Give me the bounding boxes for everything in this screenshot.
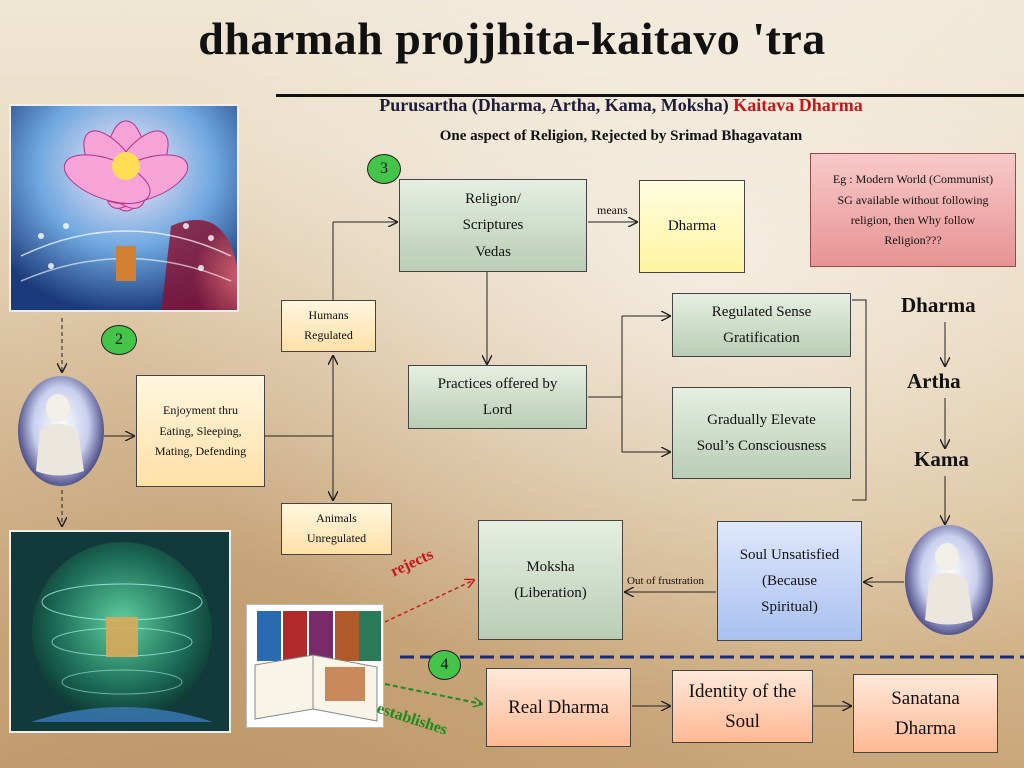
spiritual-world-illustration: [9, 104, 239, 312]
page-title: dharmah projjhita-kaitavo 'tra: [198, 13, 826, 64]
religion-line-1: Religion/: [465, 191, 521, 208]
side-word-dharma: Dharma: [901, 293, 976, 317]
practices-line-2: Lord: [482, 402, 513, 418]
animals-line-1: Animals: [316, 511, 357, 526]
universe-illustration: [9, 530, 231, 733]
step-badge-2: 2: [101, 325, 137, 355]
elevate-consciousness-box: Gradually Elevate Soul’s Consciousness: [672, 387, 851, 479]
practices-box: Practices offered by Lord: [408, 365, 587, 429]
regulated-line-1: Regulated Sense: [711, 303, 812, 320]
dharma-box-label: Dharma: [667, 218, 717, 235]
example-line-2: SG available without following: [837, 192, 989, 207]
identity-line-2: Soul: [725, 710, 760, 732]
moksha-box: Moksha (Liberation): [478, 520, 623, 640]
animals-line-2: Unregulated: [306, 531, 367, 545]
bhagavatam-books-image: [246, 604, 384, 728]
soul-unsatisfied-line-1: Soul Unsatisfied: [739, 546, 840, 563]
enjoyment-box: Enjoyment thru Eating, Sleeping, Mating,…: [136, 375, 265, 487]
soul-figure-image-left: [18, 376, 104, 486]
identity-line-1: Identity of the: [688, 681, 797, 703]
step-badge-3: 3: [367, 154, 401, 184]
identity-of-soul-box: Identity of the Soul: [672, 670, 813, 743]
sanatana-line-2: Dharma: [894, 717, 957, 739]
out-of-frustration-label: Out of frustration: [627, 575, 704, 587]
universe-globe-icon: [11, 532, 229, 731]
soul-unsatisfied-line-2: (Because: [762, 572, 817, 589]
soul-unsatisfied-box: Soul Unsatisfied (Because Spiritual): [717, 521, 862, 641]
elevate-line-2: Soul’s Consciousness: [696, 438, 827, 454]
animals-unregulated-box: Animals Unregulated: [281, 503, 392, 555]
moksha-line-1: Moksha: [526, 558, 575, 575]
enjoyment-line-2: Eating, Sleeping,: [159, 423, 242, 438]
elevate-line-1: Gradually Elevate: [707, 411, 816, 428]
example-box: Eg : Modern World (Communist) SG availab…: [810, 153, 1016, 267]
humans-line-2: Regulated: [304, 328, 353, 342]
dharma-box: Dharma: [639, 180, 745, 273]
sanatana-dharma-box: Sanatana Dharma: [853, 674, 998, 753]
practices-line-1: Practices offered by: [437, 375, 558, 392]
subtitle-secondary: One aspect of Religion, Rejected by Srim…: [439, 128, 803, 144]
lotus-cosmos-icon: [11, 106, 237, 310]
side-word-kama: Kama: [914, 447, 969, 471]
religion-scriptures-box: Religion/ Scriptures Vedas: [399, 179, 587, 272]
meditating-soul-icon: [925, 543, 973, 625]
enjoyment-line-1: Enjoyment thru: [163, 403, 238, 418]
subtitle-highlight: Kaitava Dharma: [733, 95, 863, 115]
title-divider: [276, 94, 1024, 97]
sanatana-line-1: Sanatana: [891, 688, 960, 710]
soul-figure-image-right: [905, 525, 993, 635]
rejects-label: rejects: [388, 545, 436, 581]
side-word-artha: Artha: [907, 369, 961, 393]
meditating-soul-icon: [36, 394, 84, 476]
enjoyment-line-3: Mating, Defending: [154, 444, 247, 459]
means-label: means: [597, 203, 628, 217]
humans-line-1: Humans: [308, 308, 349, 323]
step-badge-4: 4: [428, 650, 461, 680]
establishes-label: establishes: [374, 700, 450, 739]
example-line-1: Eg : Modern World (Communist): [832, 172, 994, 187]
moksha-line-2: (Liberation): [514, 585, 587, 601]
regulated-line-2: Gratification: [723, 330, 800, 346]
regulated-sense-box: Regulated Sense Gratification: [672, 293, 851, 357]
religion-line-3: Vedas: [475, 243, 511, 260]
subtitle: Purusartha (Dharma, Artha, Kama, Moksha)…: [276, 95, 966, 116]
example-line-3: religion, then Why follow: [850, 213, 976, 227]
subtitle-main: Purusartha (Dharma, Artha, Kama, Moksha): [379, 95, 729, 115]
books-icon: [254, 611, 381, 722]
real-dharma-box: Real Dharma: [486, 668, 631, 747]
example-line-4: Religion???: [884, 233, 942, 248]
soul-unsatisfied-line-3: Spiritual): [761, 599, 818, 616]
religion-line-2: Scriptures: [462, 217, 524, 234]
real-dharma-label: Real Dharma: [508, 696, 609, 718]
humans-regulated-box: Humans Regulated: [281, 300, 376, 352]
